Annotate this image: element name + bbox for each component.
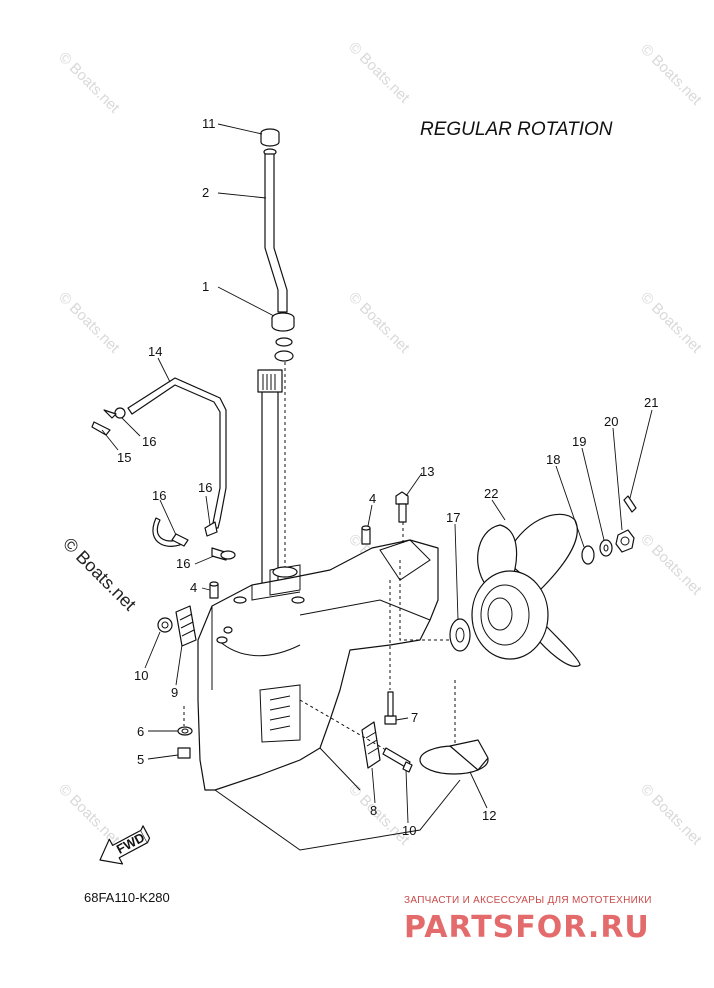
part-13-bolt[interactable] <box>395 491 409 545</box>
callout-labels: 11 2 1 14 16 15 16 16 16 4 4 13 10 9 6 5… <box>117 116 658 838</box>
callout-14: 14 <box>148 344 162 359</box>
callout-13: 13 <box>420 464 434 479</box>
callout-4: 4 <box>190 580 197 595</box>
callout-22: 22 <box>484 486 498 501</box>
promo-logo: PARTSFOR.RU <box>404 910 650 945</box>
lower-case-housing <box>197 539 461 851</box>
part-18-spacer[interactable] <box>581 545 595 565</box>
part-20-nut[interactable] <box>615 529 635 553</box>
callout-19: 19 <box>572 434 586 449</box>
callout-16: 16 <box>142 434 156 449</box>
watermark: © Boats.net <box>55 781 123 849</box>
callout-17: 17 <box>446 510 460 525</box>
callout-16: 16 <box>198 480 212 495</box>
promo-tagline: ЗАПЧАСТИ И АКСЕССУАРЫ ДЛЯ МОТОТЕХНИКИ <box>404 895 652 906</box>
callout-1: 1 <box>202 279 209 294</box>
part-11-nut[interactable] <box>157 617 173 633</box>
callout-16: 16 <box>152 488 166 503</box>
part-19-washer[interactable] <box>599 539 613 557</box>
part-22-propeller[interactable] <box>471 513 581 667</box>
watermark: © Boats.net <box>345 39 413 107</box>
callout-4: 4 <box>369 491 376 506</box>
diagram-title: REGULAR ROTATION <box>420 119 613 140</box>
watermark: © Boats.net <box>637 781 705 849</box>
watermark: © Boats.net <box>345 289 413 357</box>
callout-12: 12 <box>482 808 496 823</box>
callout-15: 15 <box>117 450 131 465</box>
callout-7: 7 <box>411 710 418 725</box>
part-16-clip-upper[interactable] <box>103 407 126 419</box>
callout-3: 11 <box>202 116 216 131</box>
part-5-bolt[interactable] <box>177 706 191 759</box>
watermark-primary: © Boats.net <box>59 534 140 615</box>
callout-6: 6 <box>137 724 144 739</box>
callout-9: 9 <box>171 685 178 700</box>
callout-20: 20 <box>604 414 618 429</box>
part-12-trim-tab[interactable] <box>419 680 489 775</box>
callout-18: 18 <box>546 452 560 467</box>
part-1-grommet[interactable] <box>271 312 295 362</box>
part-14-hose[interactable] <box>127 377 227 529</box>
callout-11: 10 <box>134 668 148 683</box>
callout-21: 21 <box>644 395 658 410</box>
callout-10: 10 <box>402 823 416 838</box>
callout-8: 8 <box>370 803 377 818</box>
part-15-clip[interactable] <box>91 421 111 436</box>
diagram-code: 68FA110-K280 <box>84 890 170 905</box>
part-4-dowel-b[interactable] <box>209 581 219 599</box>
part-17-thrust-washer[interactable] <box>449 618 471 652</box>
watermark: © Boats.net <box>345 781 413 849</box>
leader-lines <box>101 123 653 824</box>
watermark: © Boats.net <box>55 289 123 357</box>
watermark: © Boats.net <box>55 49 123 117</box>
callout-16: 16 <box>176 556 190 571</box>
watermark: © Boats.net <box>637 531 705 599</box>
watermark: © Boats.net <box>637 41 705 109</box>
part-8-anode[interactable] <box>361 721 381 769</box>
part-3-cap[interactable] <box>260 128 280 147</box>
part-10-bolt[interactable] <box>299 699 413 773</box>
part-9-anode[interactable] <box>175 605 197 647</box>
watermark: © Boats.net <box>637 289 705 357</box>
part-2-tube[interactable] <box>263 148 288 313</box>
callout-5: 5 <box>137 752 144 767</box>
part-4-dowel-a[interactable] <box>361 525 371 545</box>
part-16-hose-lower[interactable] <box>152 517 236 561</box>
callout-2: 2 <box>202 185 209 200</box>
drive-shaft <box>257 362 286 591</box>
part-21-cotter-pin[interactable] <box>623 495 637 513</box>
part-7-bolt[interactable] <box>384 580 397 725</box>
part-6-washer[interactable] <box>177 726 193 736</box>
